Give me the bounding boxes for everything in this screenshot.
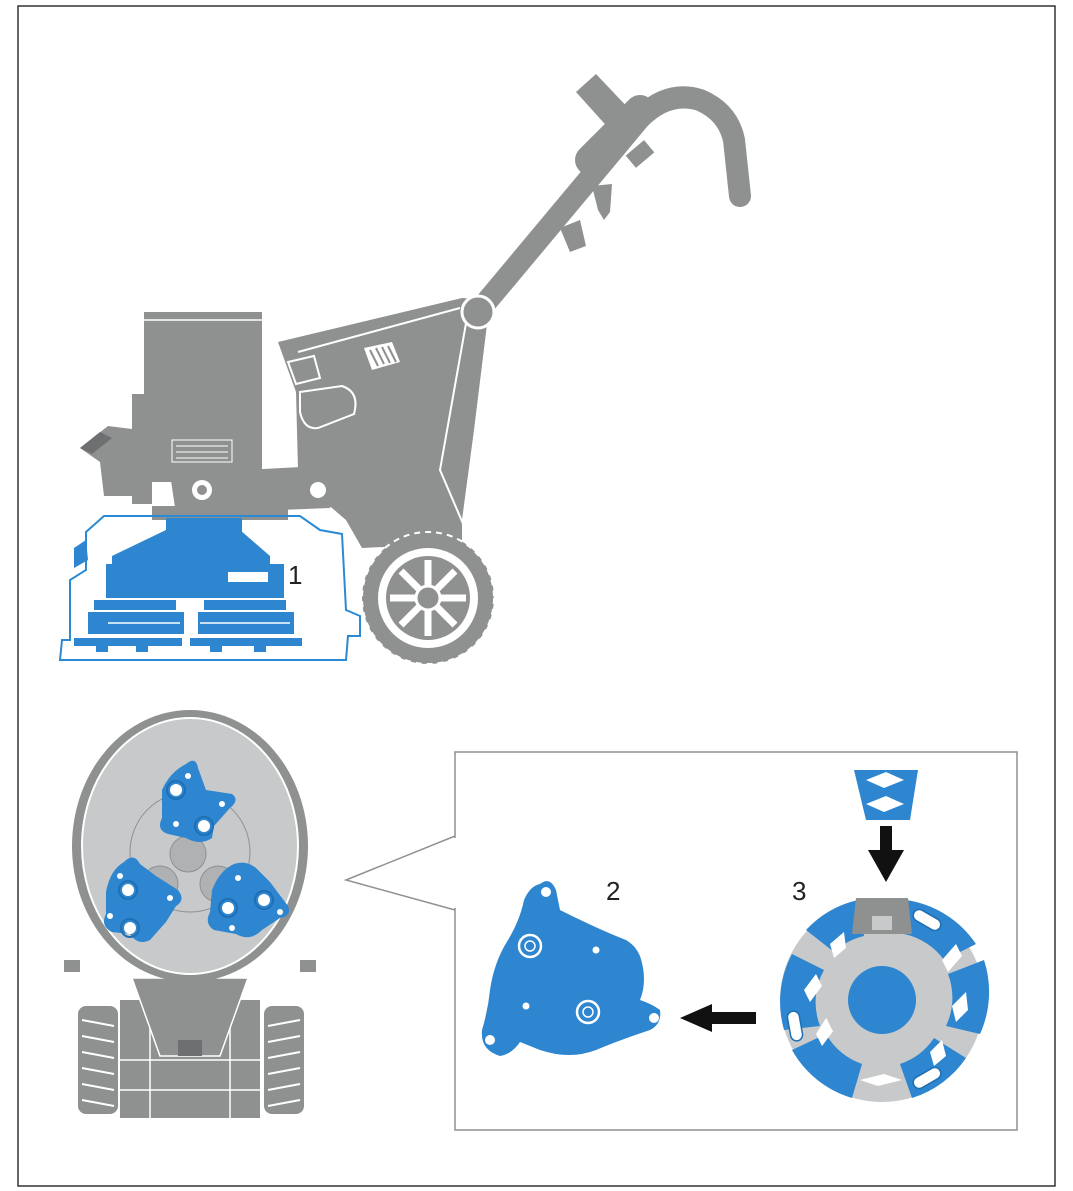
tool-plate-icon bbox=[481, 881, 661, 1056]
segment-holder-icon bbox=[780, 898, 990, 1102]
callout-2: 2 bbox=[606, 876, 620, 906]
wheel-icon bbox=[361, 531, 495, 665]
segment-icon bbox=[854, 770, 918, 820]
callout-1: 1 bbox=[288, 560, 302, 590]
left-wheel-icon bbox=[78, 1006, 118, 1114]
arrow-down-icon bbox=[868, 826, 904, 882]
arrow-left-icon bbox=[680, 1004, 756, 1032]
machine-top-view bbox=[64, 710, 316, 1118]
grinding-head-icon bbox=[58, 515, 361, 661]
right-wheel-icon bbox=[264, 1006, 304, 1114]
callout-3: 3 bbox=[792, 876, 806, 906]
floor-grinder-icon: 1 bbox=[58, 74, 751, 665]
outer-frame bbox=[17, 5, 1056, 1187]
